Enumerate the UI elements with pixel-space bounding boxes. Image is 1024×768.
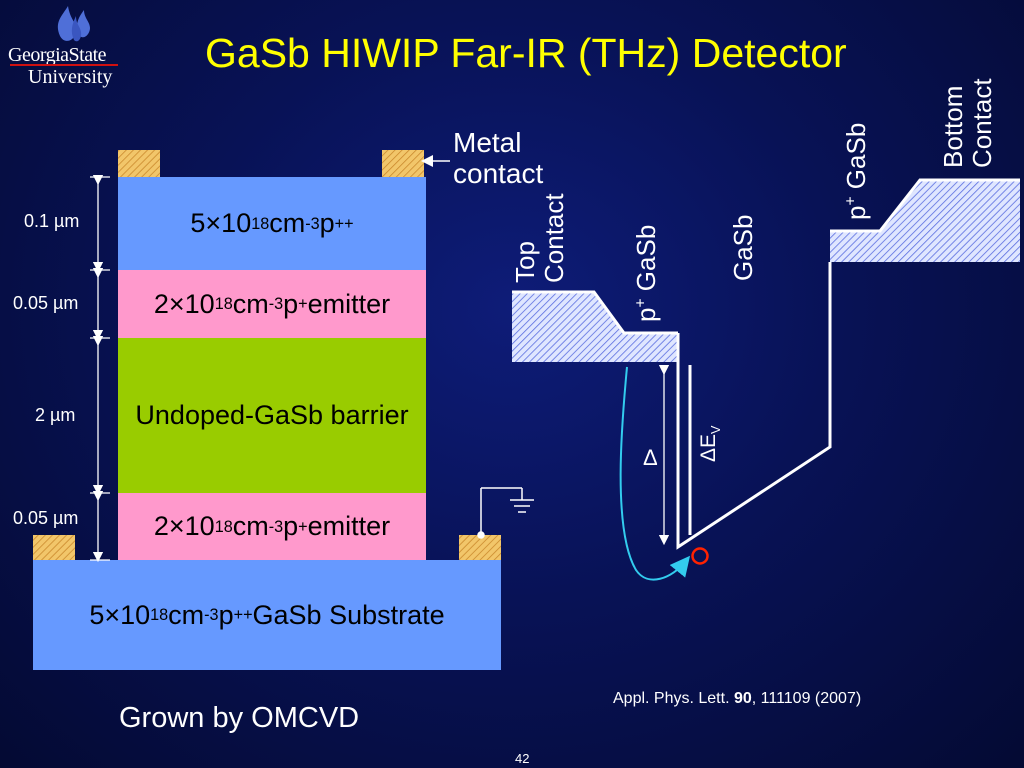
top-contact-label: Top Contact <box>510 193 569 283</box>
page-number: 42 <box>515 751 530 766</box>
slide-title: GaSb HIWIP Far-IR (THz) Detector <box>205 30 847 76</box>
thickness-label: 0.1 µm <box>24 211 80 231</box>
metal-contact-label: Metal contact <box>453 127 544 189</box>
top-contact-edge <box>512 290 678 335</box>
valence-band-profile <box>676 262 832 550</box>
gasb-label: GaSb <box>728 214 758 282</box>
logo-rule <box>10 64 118 66</box>
top-contact-band <box>512 292 678 362</box>
excitation-arrow <box>619 366 691 581</box>
flame-icon <box>57 6 90 42</box>
thickness-label: 0.05 µm <box>13 508 79 528</box>
metal-contact-bottom-right <box>459 535 501 560</box>
p-gasb-right-label: p+ GaSb <box>841 122 871 220</box>
logo-line-1: GeorgiaState <box>8 44 107 66</box>
bottom-contact-band <box>830 180 1020 262</box>
metal-contact-bottom-left <box>33 535 75 560</box>
thickness-label: 2 µm <box>35 405 76 425</box>
hole-icon <box>691 547 709 565</box>
reference-citation: Appl. Phys. Lett. 90, 111109 (2007) <box>613 690 862 707</box>
layer-barrier: Undoped-GaSb barrier <box>118 338 426 493</box>
thickness-markers <box>90 174 110 563</box>
ground-icon <box>477 487 534 539</box>
bottom-contact-edge <box>830 178 1020 233</box>
georgia-state-logo: GeorgiaState University <box>4 2 122 94</box>
p-gasb-left-label: p+ GaSb <box>631 224 661 322</box>
delta-label: Δ <box>643 445 658 470</box>
metal-contact-top-right <box>382 150 424 177</box>
metal-contact-top-left <box>118 150 160 177</box>
delta-ev-label: ΔEV <box>697 425 724 462</box>
thickness-label: 0.05 µm <box>13 293 79 313</box>
bottom-contact-label: Bottom Contact <box>938 78 997 168</box>
logo-line-2: University <box>28 66 113 88</box>
growth-method: Grown by OMCVD <box>119 702 360 734</box>
